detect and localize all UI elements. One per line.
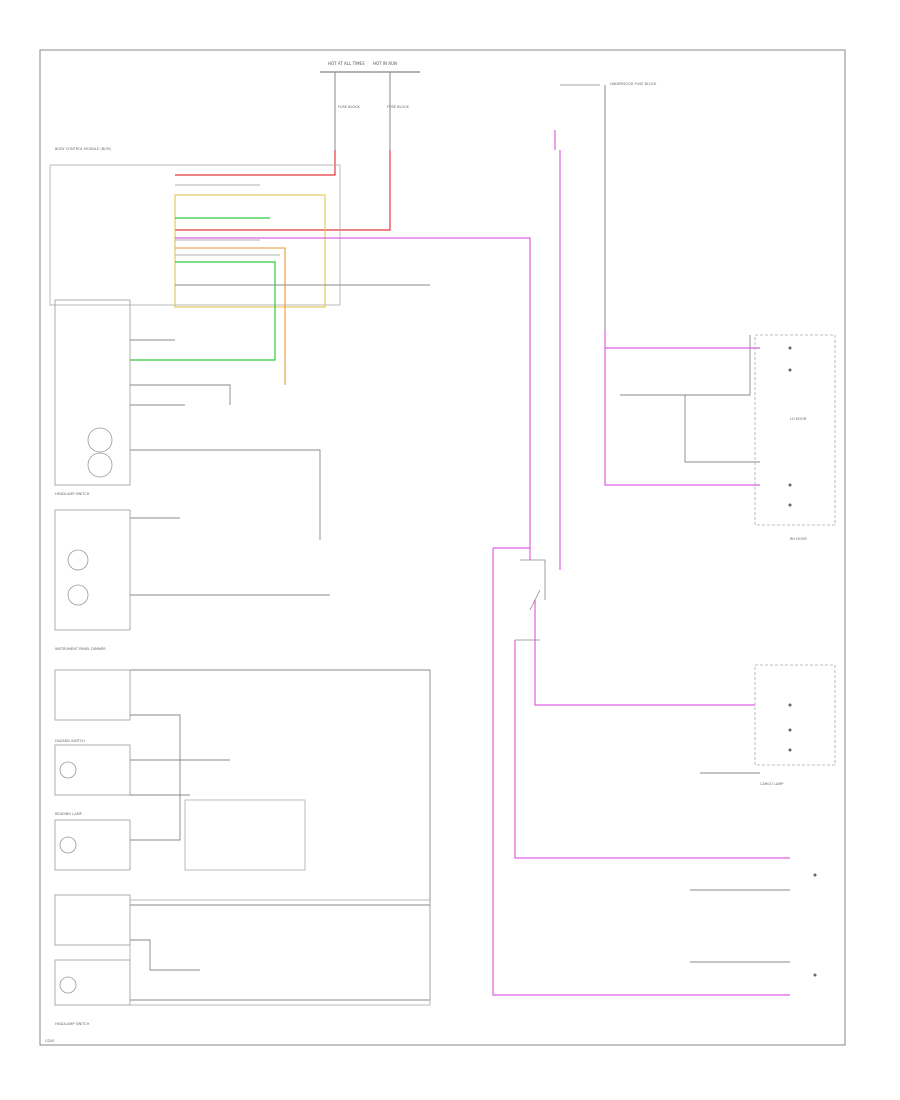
reading-lamp-label: READING LAMP bbox=[55, 812, 82, 816]
pink-wire-bottom-1 bbox=[514, 640, 790, 859]
bcm-box bbox=[49, 164, 341, 306]
red-wire-2 bbox=[175, 150, 391, 231]
bcm-pin-rows bbox=[175, 184, 430, 286]
bcm-label: BODY CONTROL MODULE (BCM) bbox=[55, 147, 112, 151]
underhood-label: UNDERHOOD FUSE BLOCK bbox=[610, 82, 657, 86]
rh-door-label: RH DOOR bbox=[790, 537, 807, 541]
bottom-left-label: HEADLAMP SWITCH bbox=[55, 1022, 90, 1026]
pink-wire-cargo bbox=[534, 600, 755, 706]
green-wire-2 bbox=[130, 261, 276, 361]
pink-wire-bcm bbox=[175, 237, 531, 560]
footnote-label: G200 bbox=[45, 1039, 54, 1043]
fuse-block-label-2: FUSE BLOCK bbox=[387, 105, 410, 109]
dimmer-label: INSTRUMENT PANEL DIMMER bbox=[55, 647, 106, 651]
cargo-box bbox=[754, 664, 836, 766]
fuse-top-label-2: HOT IN RUN bbox=[373, 61, 397, 66]
gray-wires-right bbox=[620, 335, 790, 963]
terminal-dots bbox=[788, 346, 817, 977]
orange-wire bbox=[175, 247, 286, 385]
left-components bbox=[54, 299, 131, 1006]
fuse-top-label-1: HOT AT ALL TIMES bbox=[328, 61, 365, 66]
bottom-module-box bbox=[129, 899, 431, 1006]
red-wire-1 bbox=[175, 150, 336, 176]
pink-wire-rh-door bbox=[604, 330, 760, 486]
fuse-block-label-1: FUSE BLOCK bbox=[338, 105, 361, 109]
reading-lamp-box bbox=[184, 799, 306, 871]
cargo-label: CARGO LAMP bbox=[760, 782, 783, 786]
lh-door-box bbox=[754, 334, 836, 526]
hazard-label: HAZARD SWITCH bbox=[55, 739, 85, 743]
pink-wire-bottom-2 bbox=[492, 548, 790, 996]
yellow-wire-loop bbox=[174, 194, 326, 308]
gray-wires-middle bbox=[130, 284, 431, 1001]
headlamp-switch-label: HEADLAMP SWITCH bbox=[55, 492, 90, 496]
pink-side-connectors bbox=[515, 559, 546, 641]
diagram-border bbox=[39, 49, 846, 1046]
lh-door-label: LH DOOR bbox=[790, 417, 807, 421]
